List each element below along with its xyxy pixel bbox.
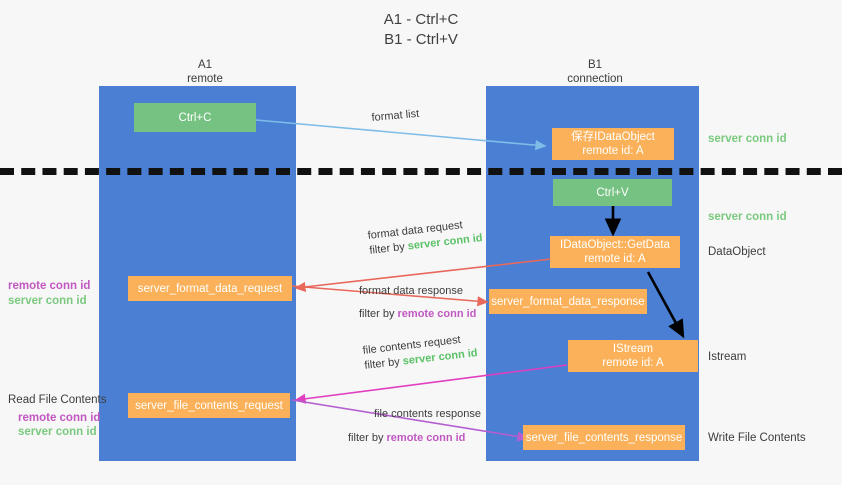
right-label-dataobject: DataObject	[708, 246, 766, 258]
phase-divider	[0, 168, 842, 175]
lane-a1-sub: remote	[187, 73, 223, 85]
right-label-server-conn-id-mid: server conn id	[708, 211, 787, 223]
edge-label-format-list: format list	[371, 107, 420, 126]
filter-prefix: filter by	[348, 432, 384, 444]
node-ctrl-v-line1: Ctrl+V	[596, 186, 629, 199]
edge-label-format-data-response-filter: filter by remote conn id	[359, 307, 476, 322]
filter-prefix: filter by	[359, 308, 395, 320]
lane-b1-sub: connection	[567, 73, 623, 85]
left-label-server-conn-id-bottom: server conn id	[18, 426, 97, 438]
node-save-dataobject[interactable]: 保存IDataObject remote id: A	[552, 128, 674, 160]
right-label-server-conn-id-top: server conn id	[708, 133, 787, 145]
left-label-remote-conn-id-mid: remote conn id	[8, 280, 91, 292]
node-ctrl-c-line1: Ctrl+C	[178, 111, 212, 124]
title-line-2: B1 - Ctrl+V	[384, 31, 458, 48]
left-label-server-conn-id-mid: server conn id	[8, 295, 87, 307]
right-label-write-file-contents: Write File Contents	[708, 432, 806, 444]
left-label-remote-conn-id-bottom: remote conn id	[18, 412, 101, 424]
node-istream-line2: remote id: A	[602, 357, 664, 369]
edge-label-format-data-request: format data request filter by server con…	[367, 216, 483, 259]
edge-label-format-list-text: format list	[371, 107, 420, 124]
node-ctrl-c[interactable]: Ctrl+C	[134, 103, 256, 132]
edge-label-file-contents-response: file contents response filter by remote …	[348, 407, 482, 446]
lane-b1-name: B1	[587, 59, 603, 71]
node-server-file-contents-response-label: server_file_contents_response	[525, 431, 683, 444]
filter-value: remote conn id	[397, 308, 477, 320]
edge-label-format-data-response-text: format data response	[359, 285, 463, 297]
node-server-file-contents-request[interactable]: server_file_contents_request	[128, 393, 290, 418]
lane-header-b1: B1 connection	[530, 58, 660, 86]
node-server-format-data-request[interactable]: server_format_data_request	[128, 276, 292, 301]
node-getdata-line1: IDataObject::GetData	[560, 239, 670, 251]
edge-label-file-contents-response-filter: filter by remote conn id	[348, 431, 481, 446]
edge-label-format-data-response: format data response filter by remote co…	[359, 284, 476, 322]
node-getdata[interactable]: IDataObject::GetData remote id: A	[550, 236, 680, 268]
node-server-file-contents-response[interactable]: server_file_contents_response	[523, 425, 685, 450]
lane-header-a1: A1 remote	[140, 58, 270, 86]
title-line-1: A1 - Ctrl+C	[383, 11, 459, 28]
node-server-format-data-request-label: server_format_data_request	[137, 282, 283, 295]
right-label-istream: Istream	[708, 351, 747, 363]
node-save-dataobject-line1: 保存IDataObject	[571, 131, 655, 143]
page-title: A1 - Ctrl+C B1 - Ctrl+V	[0, 10, 842, 50]
filter-value: remote conn id	[386, 432, 466, 444]
node-getdata-line2: remote id: A	[584, 253, 646, 265]
edge-label-file-contents-request: file contents request filter by server c…	[362, 331, 478, 374]
filter-prefix: filter by	[363, 355, 401, 372]
edge-label-file-contents-response-text: file contents response	[374, 408, 482, 420]
node-server-format-data-response[interactable]: server_format_data_response	[489, 289, 647, 314]
filter-prefix: filter by	[368, 240, 406, 257]
node-istream-line1: IStream	[612, 343, 654, 355]
lane-a1-name: A1	[197, 59, 213, 71]
node-server-file-contents-request-label: server_file_contents_request	[135, 399, 283, 412]
node-istream[interactable]: IStream remote id: A	[568, 340, 698, 372]
node-server-format-data-response-label: server_format_data_response	[491, 295, 645, 308]
node-save-dataobject-line2: remote id: A	[582, 145, 644, 157]
node-ctrl-v[interactable]: Ctrl+V	[553, 179, 672, 206]
left-label-read-file-contents: Read File Contents	[8, 394, 107, 406]
